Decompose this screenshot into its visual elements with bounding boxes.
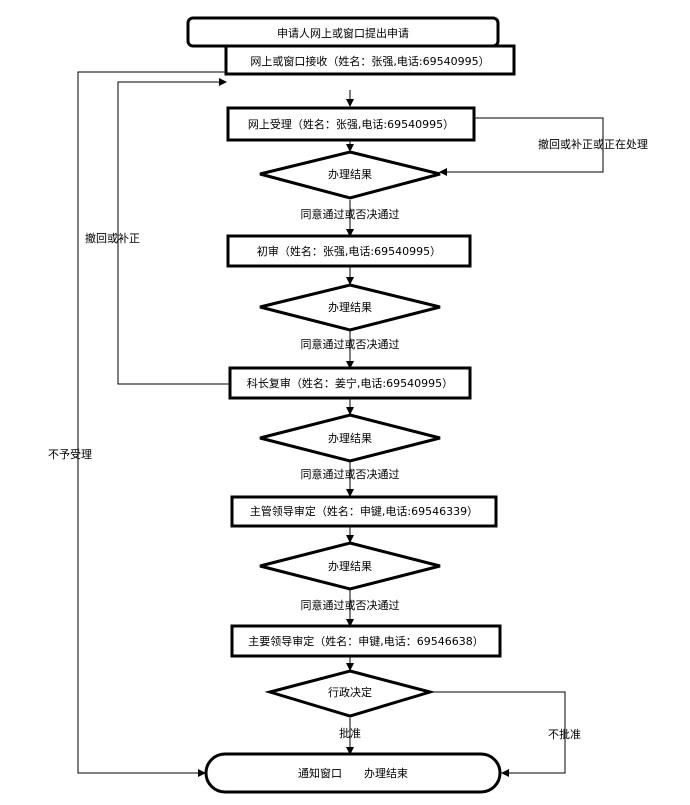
- label-withdraw-correct-processing: 撤回或补正或正在处理: [538, 137, 648, 151]
- first-review-node: 初审（姓名：张强,电话:69540995）: [226, 234, 472, 268]
- first-review-node-label: 初审（姓名：张强,电话:69540995）: [257, 244, 441, 258]
- decision-1: 办理结果: [259, 150, 441, 200]
- edge-withdraw-processing-loop: [439, 117, 604, 176]
- edge-not-accepted: [77, 71, 226, 777]
- label-pass-3: 同意通过或否决通过: [301, 467, 400, 481]
- label-withdraw-correct: 撤回或补正: [85, 231, 140, 245]
- decision-4: 办理结果: [259, 541, 441, 591]
- accept-node-label: 网上受理（姓名：张强,电话:69540995）: [248, 117, 454, 131]
- decision-3-label: 办理结果: [328, 432, 372, 445]
- label-pass-2: 同意通过或否决通过: [301, 337, 400, 351]
- admin-decision-label: 行政决定: [328, 685, 372, 699]
- label-pass-4: 同意通过或否决通过: [301, 598, 400, 612]
- receive-node: 网上或窗口接收（姓名：张强,电话:69540995）: [224, 44, 516, 76]
- label-approved: 批准: [339, 726, 361, 740]
- section-review-node-label: 科长复审（姓名：姜宁,电话:69540995）: [247, 376, 453, 390]
- admin-decision: 行政决定: [264, 669, 436, 718]
- label-pass-1: 同意通过或否决通过: [301, 207, 400, 221]
- label-not-approved: 不批准: [548, 727, 581, 741]
- receive-node-label: 网上或窗口接收（姓名：张强,电话:69540995）: [250, 54, 489, 68]
- start-node-label: 申请人网上或窗口提出申请: [277, 26, 409, 40]
- accept-node: 网上受理（姓名：张强,电话:69540995）: [226, 106, 476, 142]
- decision-2-label: 办理结果: [328, 301, 372, 314]
- chief-review-node: 主要领导审定（姓名：申键,电话：69546638）: [230, 624, 502, 658]
- decision-1-label: 办理结果: [328, 168, 372, 181]
- decision-4-label: 办理结果: [328, 560, 372, 573]
- supervisor-review-node: 主管领导审定（姓名：申键,电话:69546339）: [230, 495, 498, 528]
- connectors: [77, 71, 604, 777]
- edge-withdraw-correct-loop: [117, 78, 230, 385]
- start-node: 申请人网上或窗口提出申请: [186, 16, 500, 48]
- decision-2: 办理结果: [259, 283, 441, 332]
- end-node-label: 通知窗口 办理结束: [298, 766, 408, 780]
- supervisor-review-node-label: 主管领导审定（姓名：申键,电话:69546339）: [250, 504, 478, 518]
- section-review-node: 科长复审（姓名：姜宁,电话:69540995）: [228, 366, 472, 400]
- decision-3: 办理结果: [259, 413, 441, 463]
- edge-not-approved: [430, 691, 566, 777]
- end-node: 通知窗口 办理结束: [204, 752, 502, 794]
- chief-review-node-label: 主要领导审定（姓名：申键,电话：69546638）: [248, 634, 483, 648]
- label-not-accepted: 不予受理: [48, 448, 92, 461]
